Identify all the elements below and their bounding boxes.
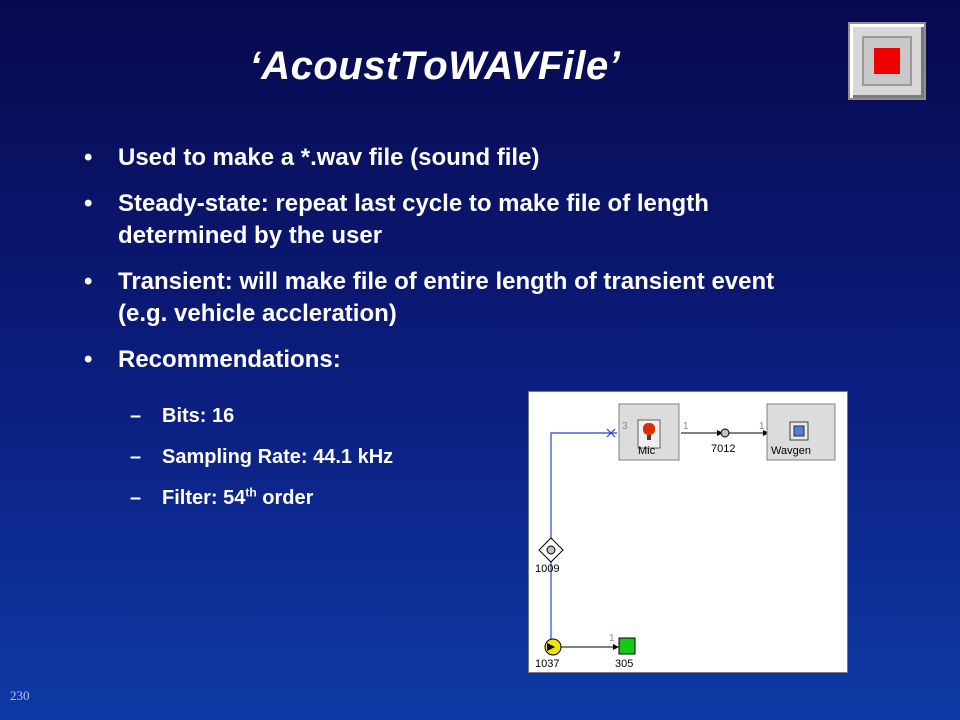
bullet-marker: • bbox=[84, 144, 93, 171]
bullet-marker: • bbox=[84, 346, 93, 373]
sub-bullet-marker: – bbox=[130, 405, 142, 427]
bullet-marker: • bbox=[84, 190, 93, 217]
arrow-icon bbox=[717, 430, 723, 436]
link-feedback bbox=[550, 432, 617, 640]
source-label: 1037 bbox=[535, 658, 559, 670]
play-icon bbox=[547, 643, 555, 651]
diagram-canvas: Mic 3 1 7012 1 Wavgen 1009 1037 1 bbox=[535, 403, 836, 670]
sub-bullet-marker: – bbox=[130, 446, 142, 468]
bullet-text: Steady-state: repeat last cycle to make … bbox=[118, 190, 709, 249]
bullet-item: • Used to make a *.wav file (sound file) bbox=[78, 142, 798, 174]
sub-bullet-item: –Filter: 54th order bbox=[130, 486, 393, 510]
slide-title: ‘AcoustToWAVFile’ bbox=[249, 44, 621, 88]
page-number: 230 bbox=[10, 688, 30, 703]
wave-file-icon bbox=[793, 425, 805, 437]
bullet-item: • Transient: will make file of entire len… bbox=[78, 266, 798, 330]
stop-button-frame bbox=[862, 36, 912, 86]
bullet-text: Transient: will make file of entire leng… bbox=[118, 268, 775, 327]
arrow-icon bbox=[763, 430, 769, 436]
sub-bullet-item: –Bits: 16 bbox=[130, 404, 393, 428]
junction-label: 7012 bbox=[711, 443, 735, 455]
block-diagram: Mic 3 1 7012 1 Wavgen 1009 1037 1 bbox=[528, 391, 848, 673]
port-label: 1 bbox=[759, 421, 765, 432]
wavgen-label: Wavgen bbox=[771, 445, 811, 457]
source-node[interactable] bbox=[544, 638, 562, 656]
sub-bullet-suffix: order bbox=[256, 487, 314, 509]
sink-label: 305 bbox=[615, 658, 633, 670]
mic-block[interactable]: Mic bbox=[618, 403, 680, 461]
bullet-text: Used to make a *.wav file (sound file) bbox=[118, 144, 540, 171]
arrow-icon bbox=[613, 644, 619, 650]
bullet-item: • Recommendations: bbox=[78, 344, 798, 376]
port-label: 3 bbox=[622, 421, 628, 432]
sub-bullet-text: Sampling Rate: 44.1 kHz bbox=[162, 446, 394, 468]
stop-icon bbox=[874, 48, 900, 74]
stop-button[interactable] bbox=[848, 22, 926, 100]
sub-bullet-text: Filter: 54 bbox=[162, 487, 246, 509]
port-label: 1 bbox=[609, 633, 615, 644]
sink-node[interactable] bbox=[618, 637, 636, 655]
mic-label: Mic bbox=[638, 445, 656, 457]
sub-bullet-text: Bits: 16 bbox=[162, 405, 235, 427]
bullet-text: Recommendations: bbox=[118, 346, 341, 373]
bullet-marker: • bbox=[84, 268, 93, 295]
sub-bullet-superscript: th bbox=[245, 485, 257, 500]
link-end-x-icon bbox=[606, 428, 616, 438]
bullet-item: • Steady-state: repeat last cycle to make… bbox=[78, 188, 798, 252]
diamond-label: 1009 bbox=[535, 563, 559, 575]
sub-bullet-item: –Sampling Rate: 44.1 kHz bbox=[130, 445, 393, 469]
sub-bullet-marker: – bbox=[130, 487, 142, 509]
diamond-node[interactable] bbox=[538, 537, 564, 563]
microphone-icon bbox=[643, 423, 655, 435]
bullet-list: •Used to make a *.wav file (sound file) … bbox=[78, 142, 798, 390]
junction-node[interactable] bbox=[720, 428, 730, 438]
port-label: 1 bbox=[683, 421, 689, 432]
sub-bullet-list: –Bits: 16 –Sampling Rate: 44.1 kHz –Filt… bbox=[130, 404, 393, 527]
wavgen-block[interactable]: Wavgen bbox=[766, 403, 836, 461]
